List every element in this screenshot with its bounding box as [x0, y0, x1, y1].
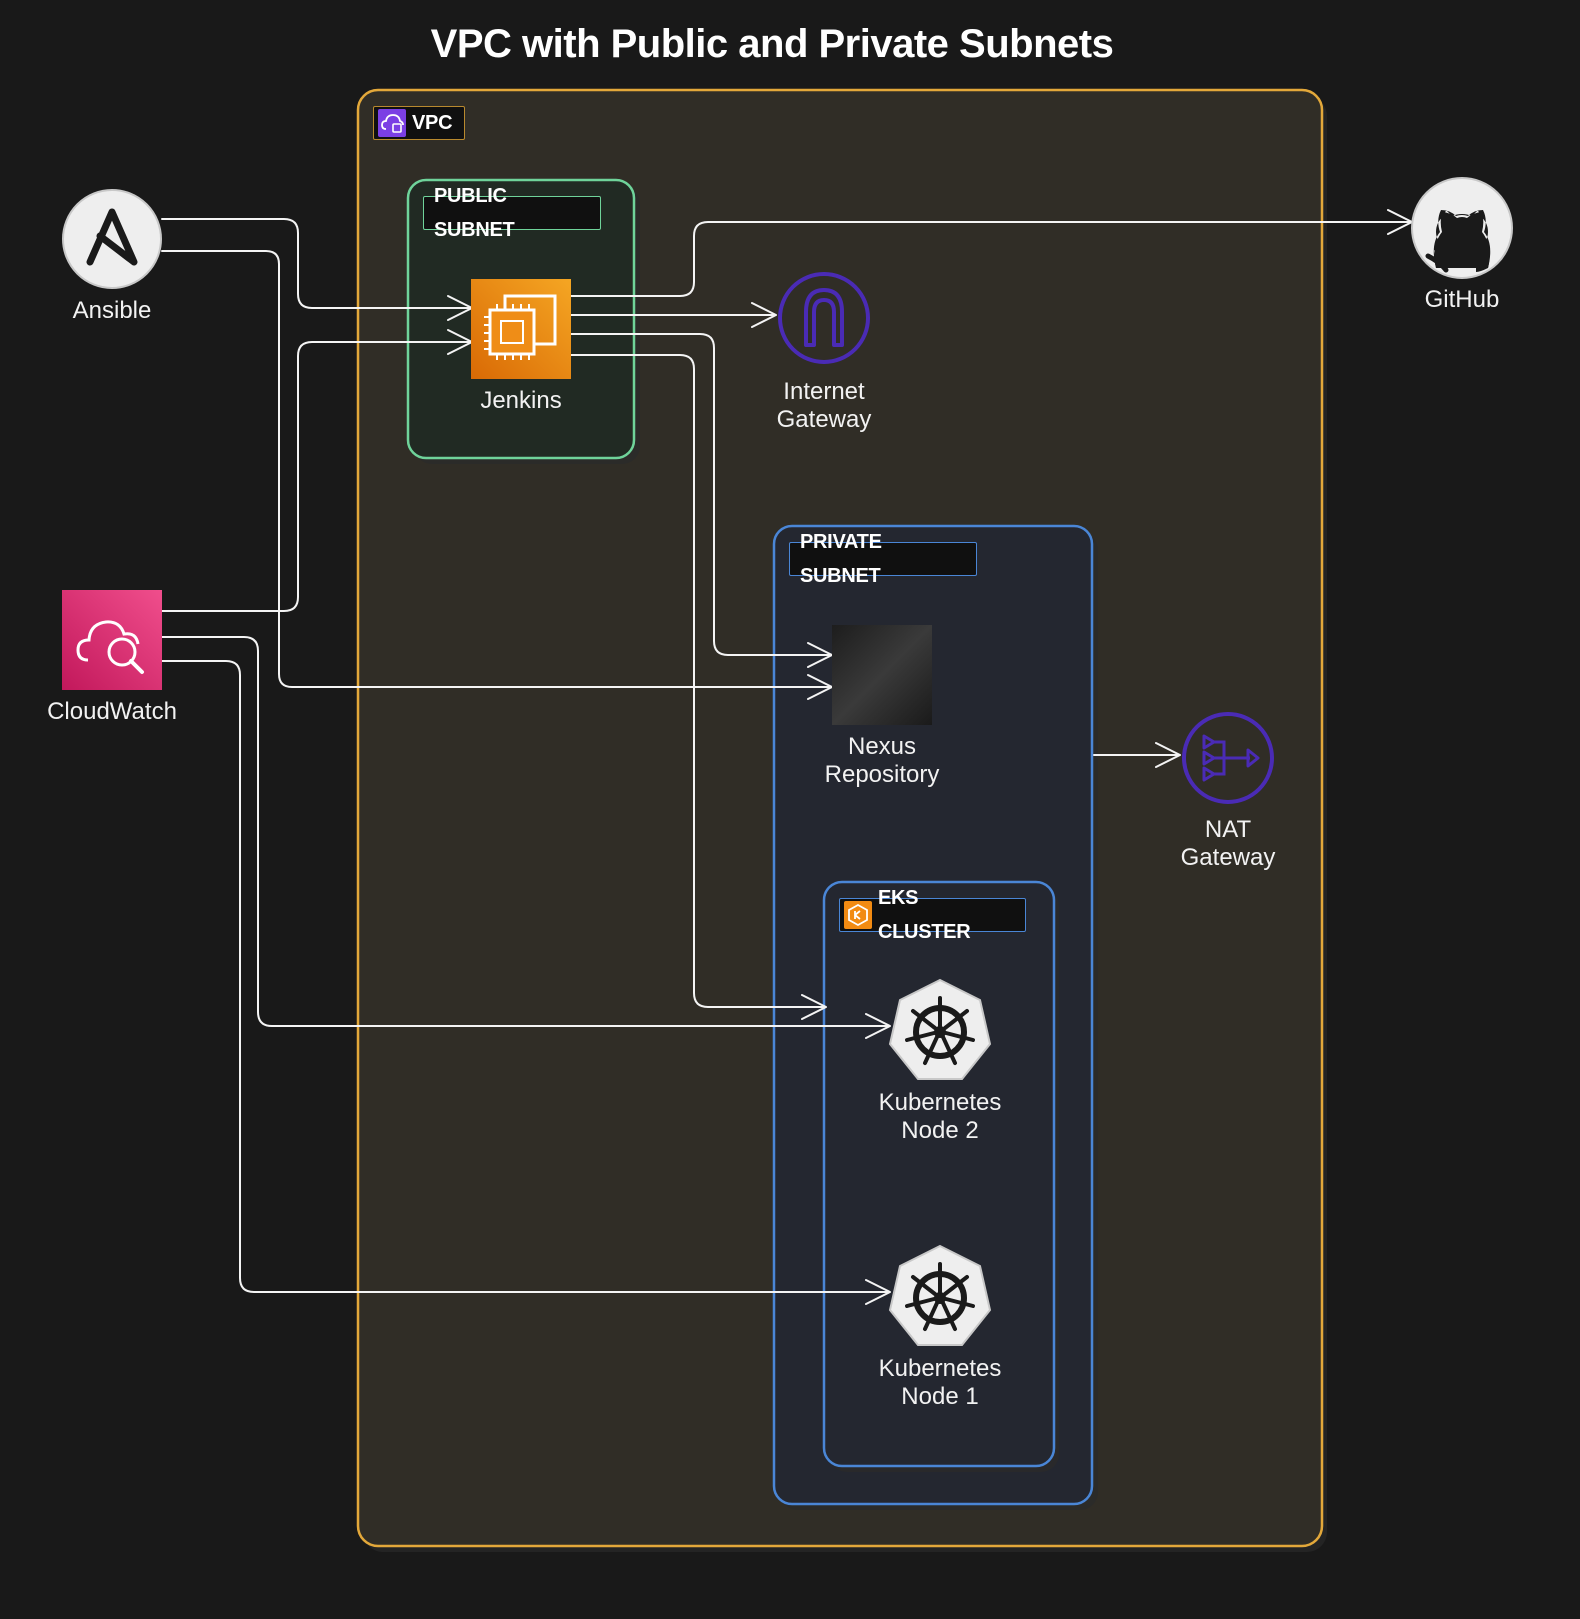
nexus-label-line2: Repository — [824, 761, 940, 788]
cloudwatch-label: CloudWatch — [47, 698, 177, 725]
nat-gateway-label-line2: Gateway — [1180, 844, 1276, 871]
diagram-title: VPC with Public and Private Subnets — [430, 22, 1114, 66]
k8s-node2-icon — [888, 978, 992, 1080]
github-label: GitHub — [1424, 286, 1500, 313]
k8s-node2-label-line2: Node 2 — [901, 1117, 979, 1144]
ansible-label: Ansible — [72, 297, 152, 324]
vpc-tag: VPC — [373, 106, 465, 140]
k8s-node2-label-line1: Kubernetes — [878, 1089, 1002, 1116]
eks-icon — [844, 901, 872, 929]
k8s-node1-label-line1: Kubernetes — [878, 1355, 1002, 1382]
cloudwatch-icon — [62, 590, 162, 690]
private-subnet-tag: PRIVATE SUBNET — [789, 531, 977, 587]
github-icon — [1411, 177, 1513, 279]
edge-jenkins-nexus — [570, 333, 831, 656]
jenkins-label: Jenkins — [480, 387, 562, 414]
nat-gateway-icon — [1182, 712, 1274, 804]
edge-jenkins-github — [570, 221, 1411, 297]
k8s-node1-label: Kubernetes Node 1 — [840, 1355, 1040, 1411]
nexus-label: Nexus Repository — [782, 733, 982, 789]
edge-ansible-jenkins — [161, 218, 471, 309]
edge-ansible-nexus — [161, 250, 831, 688]
public-subnet-tag: PUBLIC SUBNET — [423, 185, 601, 241]
internet-gateway-label: Internet Gateway — [724, 378, 924, 434]
eks-cluster-tag-label: EKS CLUSTER — [878, 887, 971, 943]
internet-gateway-label-line2: Gateway — [776, 406, 872, 433]
private-subnet-tag-label: PRIVATE SUBNET — [800, 531, 882, 587]
nexus-label-line1: Nexus — [847, 733, 917, 760]
internet-gateway-label-line1: Internet — [783, 378, 865, 405]
ansible-icon — [62, 189, 162, 289]
nat-gateway-label: NAT Gateway — [1128, 816, 1328, 872]
internet-gateway-icon — [778, 272, 870, 364]
edge-cloudwatch-jenkins — [161, 341, 471, 612]
k8s-node1-label-line2: Node 1 — [901, 1383, 979, 1410]
eks-cluster-group — [822, 880, 1059, 1472]
public-subnet-tag-label: PUBLIC SUBNET — [434, 185, 515, 241]
edge-cloudwatch-node2 — [161, 636, 889, 1027]
vpc-tag-label: VPC — [412, 112, 453, 134]
eks-cluster-tag: EKS CLUSTER — [839, 887, 1026, 943]
connections — [161, 209, 1413, 1305]
vpc-icon — [378, 109, 406, 137]
nat-gateway-label-line1: NAT — [1204, 816, 1252, 843]
nexus-icon — [832, 625, 932, 725]
k8s-node2-label: Kubernetes Node 2 — [840, 1089, 1040, 1145]
k8s-node1-icon — [888, 1244, 992, 1346]
edge-cloudwatch-node1 — [161, 660, 889, 1293]
jenkins-icon — [471, 279, 571, 379]
edge-jenkins-eks — [570, 354, 825, 1008]
